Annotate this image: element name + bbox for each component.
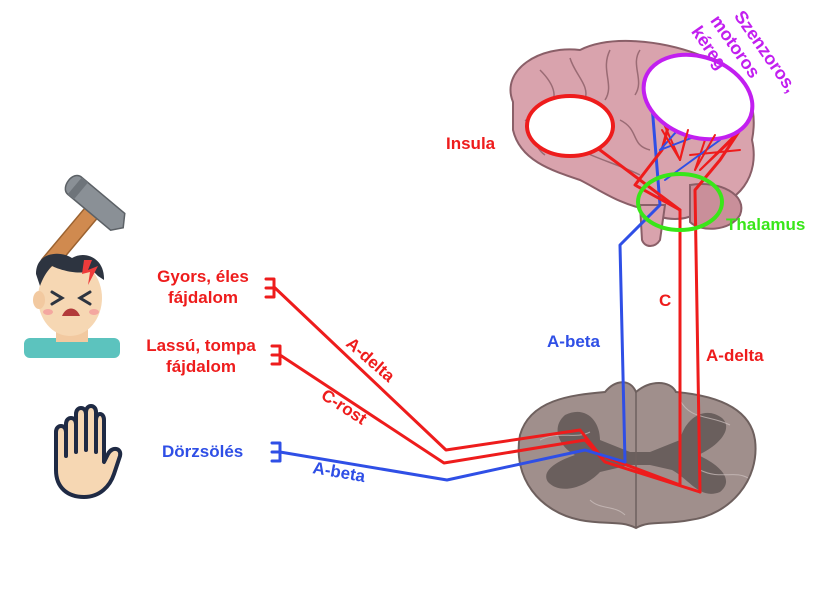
thalamus-label: Thalamus: [726, 215, 805, 234]
cortex-projection-tips: [661, 129, 733, 171]
a-delta-ascending-tract: [693, 128, 742, 494]
open-hand-icon: [54, 404, 123, 499]
slow-pain-label-line1: Lassú, tompa: [146, 336, 256, 355]
c-tract-label: C: [659, 291, 671, 310]
brainstem: [638, 204, 667, 247]
slow-pain-receptor: [270, 344, 282, 366]
slow-pain-label-line2: fájdalom: [166, 357, 236, 376]
spinal-cord-section: [517, 381, 757, 530]
a-beta-fiber-label: A-beta: [311, 458, 367, 486]
spinal-cord-texture: [539, 399, 749, 516]
pained-face-icon: [24, 253, 120, 358]
a-beta-peripheral-fiber: [278, 448, 627, 482]
a-delta-tract-label: A-delta: [706, 346, 764, 365]
rubbing-receptor: [270, 441, 282, 463]
fast-pain-receptor: [264, 277, 276, 299]
sensory-motor-cortex-outline: [641, 52, 755, 142]
a-beta-tract-label: A-beta: [547, 332, 600, 351]
fast-pain-label-line1: Gyors, éles: [157, 267, 249, 286]
thalamus-outline: [636, 172, 724, 232]
a-delta-peripheral-fiber: [272, 285, 682, 487]
a-beta-ascending-tract: [618, 78, 662, 464]
insula-outline: [525, 94, 615, 158]
c-ascending-tract: [633, 118, 682, 487]
insula-label: Insula: [446, 134, 496, 153]
c-peripheral-fiber: [278, 353, 702, 494]
fast-pain-label-line2: fájdalom: [168, 288, 238, 307]
rubbing-label: Dörzsölés: [162, 442, 243, 461]
c-rost-fiber-label: C-rost: [318, 385, 371, 428]
